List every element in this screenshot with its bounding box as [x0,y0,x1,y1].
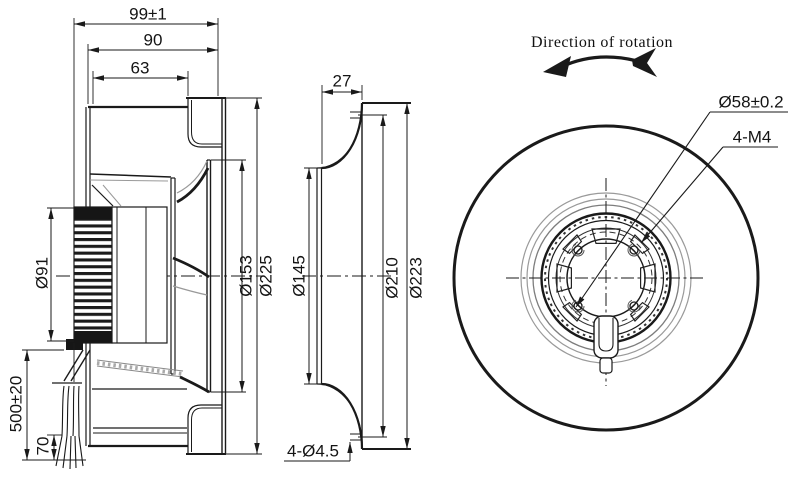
dim-hub-spigot: Ø58±0.2 [718,92,784,112]
hole-leader [284,442,353,462]
back-cone [89,173,172,207]
dim-ring-depth: 27 [332,71,352,91]
dimension-lines [24,21,260,460]
rotation-arrow [543,48,657,77]
dim-depth-motor: 63 [130,58,150,78]
dimension-lines [306,89,410,449]
dim-impeller-diameter: Ø225 [256,255,276,297]
dim-bolt-circle: Ø210 [382,257,402,299]
cable-gland [593,315,619,374]
inlet-ring-view [284,85,411,462]
dim-motor-diameter: Ø91 [32,256,52,290]
dim-throat-diameter: Ø145 [289,255,309,297]
dim-mount-holes: 4-Ø4.5 [287,441,339,461]
extension-lines [304,85,387,438]
impeller-outline [452,124,760,432]
impeller-blades [96,160,210,394]
leader-lines [575,111,788,308]
dim-depth-housing: 90 [143,30,163,50]
cable-and-bracket [52,339,91,470]
flange-holes [350,111,362,441]
rotation-direction-label: Direction of rotation [530,34,674,51]
dim-ring-outer: Ø223 [406,257,426,299]
motor-body [111,177,176,375]
dim-wire-strip: 70 [33,436,53,456]
dim-shroud-diameter: Ø153 [236,255,256,297]
dim-depth-total: 99±1 [129,4,167,24]
dim-cable-length: 500±20 [6,375,26,433]
rotor-vents [556,228,656,322]
front-view [452,48,788,432]
side-section-view [22,18,264,470]
motor-fins [73,206,113,344]
dim-hub-holes: 4-M4 [732,127,772,147]
